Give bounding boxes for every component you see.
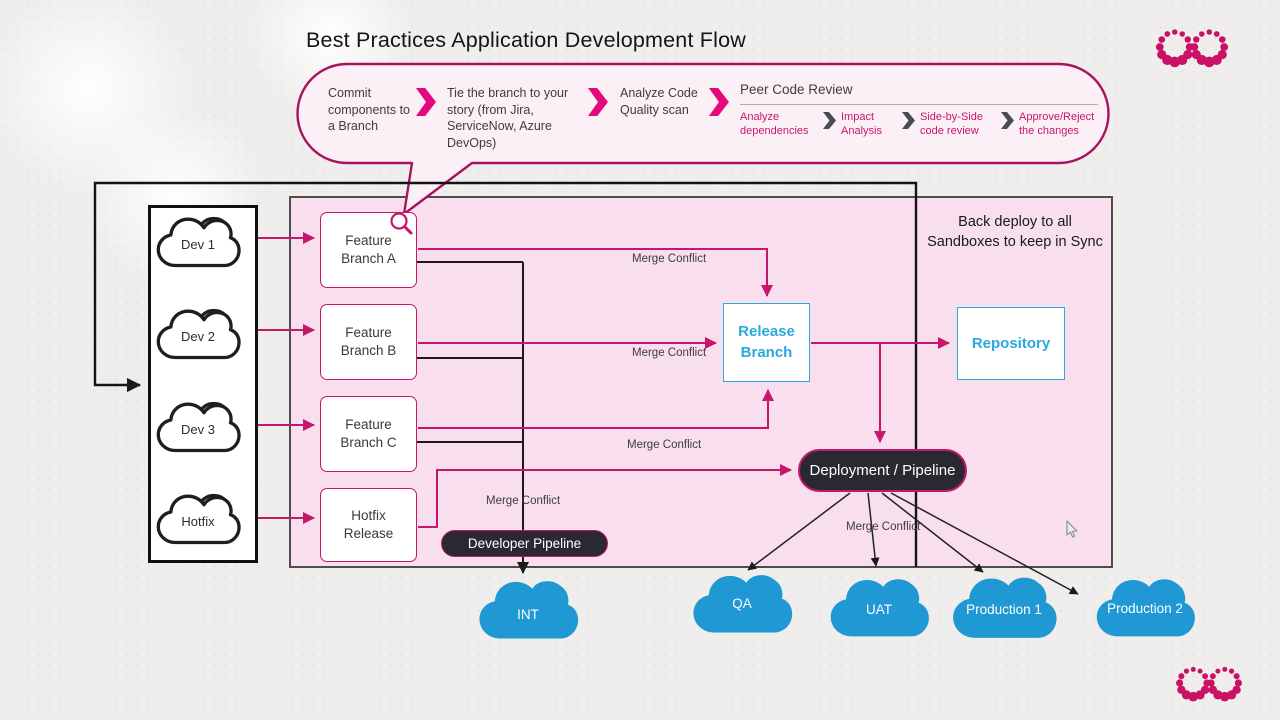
callout-step-commit: Commit components to a Branch bbox=[328, 86, 410, 133]
sandbox-label: Hotfix bbox=[181, 514, 215, 529]
environment-label: QA bbox=[732, 596, 752, 611]
magnifier-icon bbox=[390, 212, 413, 235]
mouse-cursor-icon bbox=[1066, 520, 1078, 538]
brand-logo-icon bbox=[1176, 666, 1242, 702]
divider bbox=[740, 104, 1098, 105]
environment-label: UAT bbox=[866, 602, 892, 617]
production2-cloud bbox=[1096, 579, 1195, 637]
environment-label: Production 1 bbox=[966, 602, 1042, 617]
chevron-icon bbox=[823, 112, 836, 129]
peer-review-substeps: Analyze dependencies Impact Analysis Sid… bbox=[740, 111, 1106, 139]
merge-conflict-label: Merge Conflict bbox=[846, 521, 921, 533]
chevron-icon bbox=[416, 88, 436, 116]
environment-label: INT bbox=[517, 607, 539, 622]
chevron-icon bbox=[902, 112, 915, 129]
release-branch-box: Release Branch bbox=[723, 303, 810, 382]
sandbox-label: Dev 3 bbox=[181, 422, 215, 437]
callout-step-code-quality: Analyze Code Quality scan bbox=[620, 86, 698, 117]
peer-code-review-title: Peer Code Review bbox=[740, 82, 853, 97]
back-deploy-note: Back deploy to all Sandboxes to keep in … bbox=[927, 214, 1103, 250]
chevron-icon bbox=[709, 88, 729, 116]
sandbox-label: Dev 1 bbox=[181, 237, 215, 252]
deployment-pipeline-pill: Deployment / Pipeline bbox=[798, 449, 967, 492]
chevron-icon bbox=[588, 88, 608, 116]
hotfix-release-box: Hotfix Release bbox=[320, 488, 417, 562]
chevron-icon bbox=[1001, 112, 1014, 129]
peer-substep: Side-by-Side code review bbox=[920, 111, 983, 137]
environment-label: Production 2 bbox=[1107, 601, 1183, 616]
merge-conflict-label: Merge Conflict bbox=[486, 495, 561, 507]
brand-logo-icon bbox=[1155, 29, 1229, 68]
feature-branch-c-box: Feature Branch C bbox=[320, 396, 417, 472]
qa-cloud bbox=[693, 575, 793, 633]
feature-branch-b-box: Feature Branch B bbox=[320, 304, 417, 380]
peer-substep: Impact Analysis bbox=[841, 111, 882, 137]
merge-conflict-label: Merge Conflict bbox=[632, 347, 707, 359]
repository-box: Repository bbox=[957, 307, 1065, 380]
merge-conflict-label: Merge Conflict bbox=[627, 439, 702, 451]
merge-conflict-label: Merge Conflict bbox=[632, 253, 707, 265]
callout-step-tie-branch: Tie the branch to your story (from Jira,… bbox=[447, 86, 569, 150]
peer-substep: Analyze dependencies bbox=[740, 111, 809, 137]
peer-substep: Approve/Reject the changes bbox=[1019, 111, 1095, 137]
page-title: Best Practices Application Development F… bbox=[306, 28, 746, 52]
developer-pipeline-pill: Developer Pipeline bbox=[441, 530, 608, 557]
int-cloud bbox=[479, 581, 579, 639]
sandbox-label: Dev 2 bbox=[181, 329, 215, 344]
